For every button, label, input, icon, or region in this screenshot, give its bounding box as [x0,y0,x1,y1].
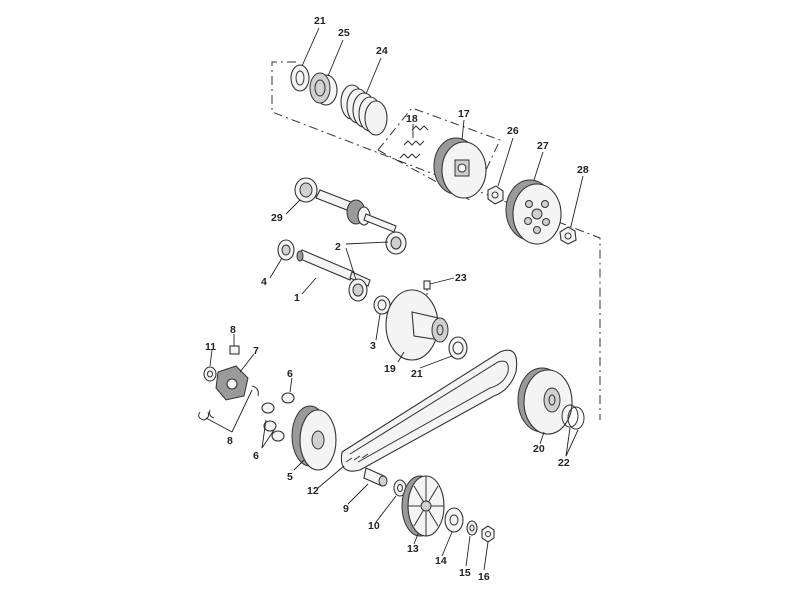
label-22: 22 [558,457,570,469]
label-19: 19 [384,363,396,375]
washer-11 [203,366,217,382]
label-6-lower: 6 [253,450,259,462]
nut-28 [559,226,577,245]
label-13: 13 [407,543,419,555]
part-number-labels: 21 25 24 18 17 26 27 28 29 2 23 4 1 3 8 … [205,15,589,583]
o-rings-22 [561,404,585,430]
label-20: 20 [533,443,545,455]
sliders-8-lower [198,409,215,421]
bearing-4 [277,239,295,261]
bearing-2-upper [385,231,407,255]
ratchet-14 [444,507,464,533]
bearing-2-lower [348,278,368,302]
washer-21-top [290,64,310,92]
label-6-top: 6 [287,368,293,380]
label-17: 17 [458,108,470,120]
label-7: 7 [253,345,259,357]
gear-shaft [315,189,397,233]
label-1: 1 [294,292,300,304]
label-18: 18 [406,113,418,125]
label-29: 29 [271,212,283,224]
leader-lines [205,27,584,571]
collar-25 [309,72,338,106]
label-16: 16 [478,571,490,583]
label-21-lower: 21 [411,368,423,380]
seal-21-lower [448,336,468,360]
label-10: 10 [368,520,380,532]
washer-15 [466,520,478,536]
label-28: 28 [577,164,589,176]
label-23: 23 [455,272,467,284]
label-2: 2 [335,241,341,253]
label-24: 24 [376,45,388,57]
nut-16 [481,525,495,543]
rollers-6 [261,392,295,442]
assembly-boundary [271,61,601,420]
label-27: 27 [537,140,549,152]
clutch-springs-18 [399,125,429,159]
driven-pulley-19 [385,289,449,361]
guide-8-top [229,345,240,355]
label-5: 5 [287,471,293,483]
washer-3 [373,295,391,315]
label-25: 25 [338,27,350,39]
drive-belt-12 [340,349,518,472]
label-8-top: 8 [230,324,236,336]
label-4: 4 [261,276,267,288]
bearing-29 [294,177,318,203]
nut-26 [487,185,504,205]
label-14: 14 [435,555,447,567]
ramp-plate-7 [215,365,259,401]
spring-24 [340,84,388,136]
driven-pulley-20 [517,367,573,435]
fan-drive-face-13 [401,475,445,537]
label-12: 12 [307,485,319,497]
label-9: 9 [343,503,349,515]
label-11: 11 [205,341,216,353]
label-15: 15 [459,567,471,579]
label-26: 26 [507,125,519,137]
clutch-assembly-17 [433,137,487,199]
movable-drive-face-5 [291,405,337,471]
label-3: 3 [370,340,376,352]
bushing-9 [363,467,388,487]
clutch-bell-27 [505,179,562,245]
label-8-lower: 8 [227,435,233,447]
label-21-top: 21 [314,15,326,27]
